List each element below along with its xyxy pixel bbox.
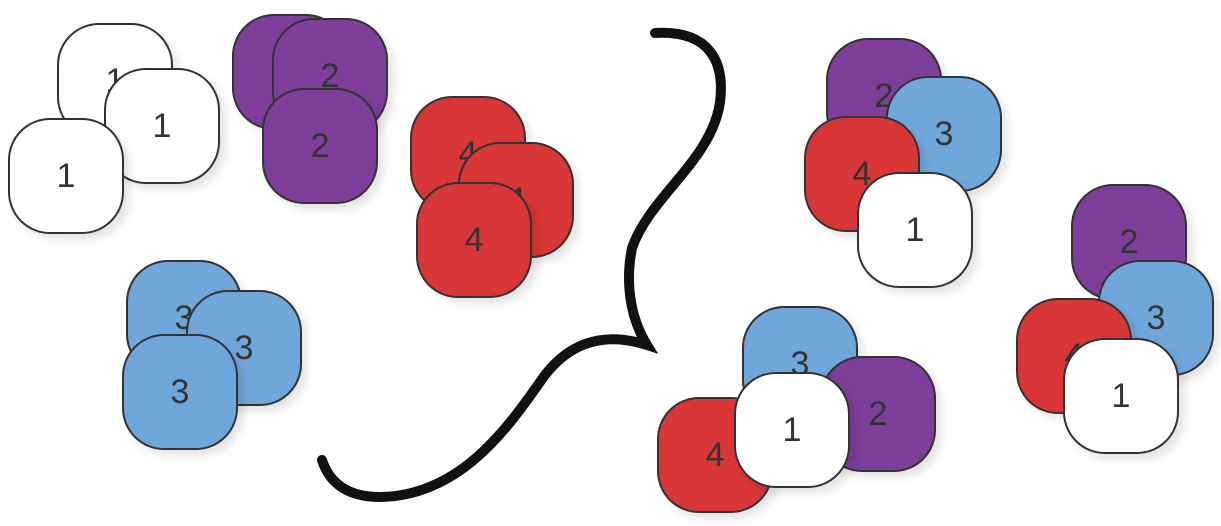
tile-1-mixed-group-b: 1 xyxy=(1063,338,1179,454)
tile-1-mixed-group-c: 1 xyxy=(734,372,850,488)
tile-4-group-fours: 4 xyxy=(416,182,532,298)
tile-2-group-twos: 2 xyxy=(262,88,378,204)
tile-3-group-threes: 3 xyxy=(122,334,238,450)
tile-1-mixed-group-a: 1 xyxy=(857,172,973,288)
brace-stroke xyxy=(317,27,726,503)
tile-1-group-ones: 1 xyxy=(8,118,124,234)
